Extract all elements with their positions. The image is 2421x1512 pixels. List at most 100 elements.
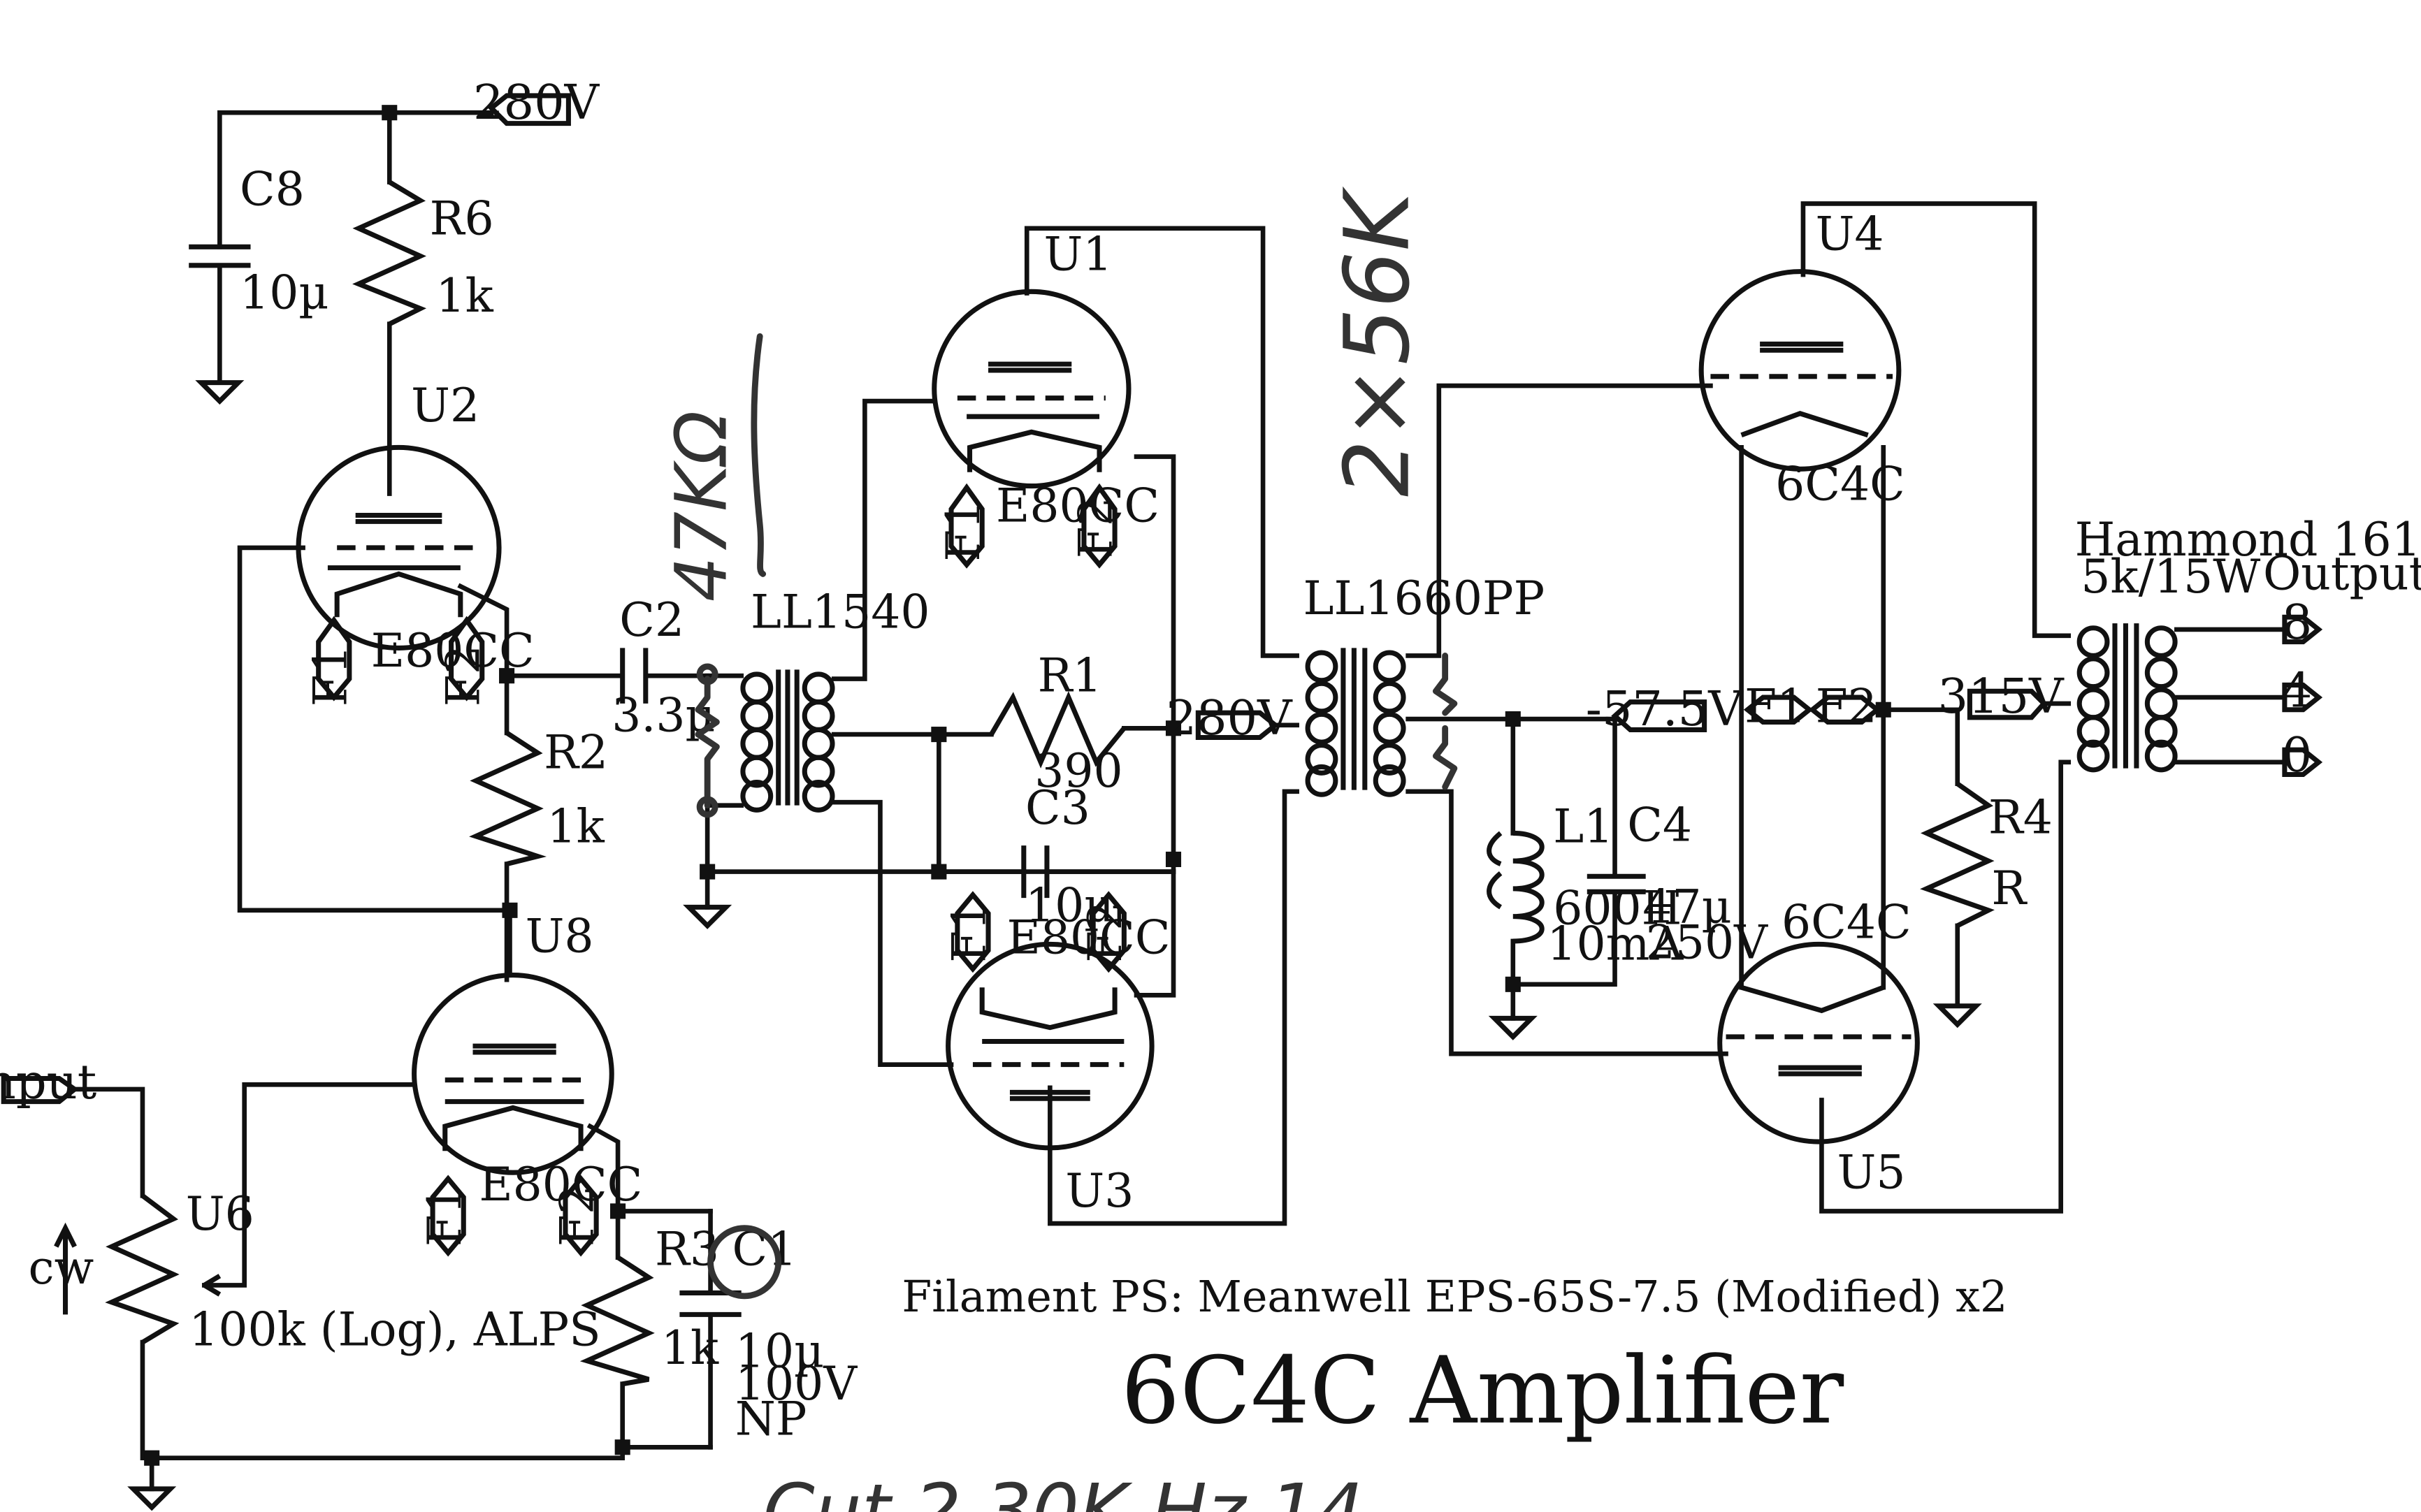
tube-u2 (296, 444, 502, 650)
ground-symbol (195, 380, 245, 405)
l1-value: 600H (1553, 882, 1682, 936)
junction (382, 105, 398, 121)
r3-value: 1k (661, 1321, 719, 1375)
junction (499, 668, 515, 684)
pin-label: F1 (943, 901, 997, 963)
tube-u5 (1717, 941, 1920, 1144)
pencil-resistor-sketch (695, 676, 720, 809)
u3-type: E80CC (1007, 911, 1171, 965)
handwritten-r-note: 47KΩ (660, 411, 743, 602)
filament-note: Filament PS: Meanwell EPS-65S-7.5 (Modif… (902, 1272, 2007, 1322)
u4-ref: U4 (1816, 208, 1884, 261)
net-label: Input (0, 1054, 96, 1110)
c8-ref: C8 (240, 163, 305, 217)
capacitor-c4 (1587, 873, 1646, 894)
cw-arrow-icon (54, 1222, 77, 1315)
capacitor-c8 (189, 244, 251, 268)
junction (1875, 702, 1891, 718)
pin-label: F1 (937, 500, 990, 562)
c3-ref: C3 (1025, 781, 1090, 835)
pin-tag-f1: F1 (418, 1175, 472, 1257)
pin-tag-f1: F1 (943, 891, 997, 973)
r4-value: R (1991, 862, 2028, 915)
net-label: 280V (473, 75, 600, 131)
junction (1165, 720, 1182, 736)
junction (502, 902, 518, 918)
l1-ref: L1 (1553, 800, 1613, 854)
c3-value: 10µ (1025, 878, 1114, 932)
resistor-r4 (1920, 781, 1995, 929)
resistor-r3 (579, 1255, 655, 1387)
transformer-hammond-1615 (2076, 623, 2178, 773)
resistor-r1 (989, 691, 1127, 769)
u5-type: 6C4C (1782, 896, 1911, 950)
pin-tag-f1: F1 (1743, 679, 1814, 733)
net-label: -57.5V (1586, 681, 1744, 737)
net-flag-280v-top: 280V (473, 75, 600, 131)
net-flag-tap-8: 8 (2282, 595, 2323, 650)
capacitor-c3 (1021, 845, 1050, 899)
u1-ref: U1 (1044, 227, 1113, 281)
r2-ref: R2 (544, 726, 608, 780)
net-flag-315v: 315V (1938, 669, 2065, 725)
pencil-dot (696, 796, 718, 818)
schematic-title: 6C4C Amplifier (1121, 1337, 1844, 1445)
net-flag-tap-4: 4 (2282, 662, 2323, 718)
net-flag-280v-mid: 280V (1166, 690, 1293, 746)
capacitor-c2 (620, 648, 649, 704)
component-labels: C8 10µ R6 1k U2 E80CC C2 3.3µ R2 1k LL15… (29, 163, 2421, 1446)
junction (614, 1439, 630, 1455)
junction (1165, 851, 1182, 867)
hammond-name: Hammond 1615 (2075, 513, 2421, 567)
inductor-l1-core-mark (1487, 831, 1503, 910)
pencil-stroke (751, 333, 767, 577)
resistor-r6 (352, 180, 427, 326)
ground-symbols (127, 380, 1982, 1511)
filament-pins: F1 F2 F1 F2 F1 F2 F1 F2 (303, 483, 1881, 1257)
transformer-ll1540 (740, 669, 835, 813)
pin-label: F2 (551, 1185, 605, 1246)
net-labels: 280V 280V -57.5V 315V Input 8 4 0 (0, 75, 2421, 1110)
pencil-circle (707, 1225, 782, 1300)
resistors (54, 180, 1995, 1387)
c4-ref: C4 (1627, 798, 1692, 852)
r6-value: 1k (436, 269, 494, 323)
pencil-resistor-sketch (1432, 725, 1458, 790)
c8-value: 10µ (240, 266, 328, 320)
resistor-r2 (469, 730, 547, 866)
pin-label: F1 (418, 1185, 472, 1246)
l1-value2: 10mA (1547, 917, 1684, 971)
net-label: 0 (2282, 727, 2313, 783)
pencil-resistor-sketch (1432, 653, 1458, 716)
pin-tag-f1: F1 (303, 616, 357, 706)
pin-label: F2 (1069, 497, 1123, 558)
ground-symbol (1932, 1003, 1982, 1028)
c4-value: 47µ (1642, 880, 1731, 933)
r2-value: 1k (547, 800, 605, 854)
junction (610, 1203, 626, 1219)
net-label: 315V (1938, 669, 2065, 725)
c1-value2: 100V (735, 1357, 858, 1411)
pin-tag-f2: F2 (551, 1175, 605, 1257)
net-label: 8 (2282, 595, 2313, 650)
inductor-l1 (1512, 830, 1545, 944)
pin-tag-f2: F2 (1078, 891, 1132, 973)
u3-ref: U3 (1065, 1164, 1134, 1218)
u6-direction: cw (29, 1241, 94, 1295)
capacitors (189, 244, 1646, 1317)
u2-ref: U2 (411, 379, 479, 432)
r1-ref: R1 (1038, 648, 1102, 702)
u6-ref: U6 (186, 1187, 254, 1241)
pin-label: F2 (1816, 679, 1877, 733)
u8-type: E80CC (479, 1158, 642, 1212)
pin-tag-f1: F1 (937, 483, 990, 569)
tube-u8 (412, 973, 614, 1175)
ground-symbol (683, 904, 732, 929)
r1-value: 390 (1034, 744, 1122, 798)
pin-label: F2 (436, 645, 490, 706)
ground-symbol (1488, 1015, 1538, 1040)
hammond-spec: 5k/15W (2081, 550, 2260, 604)
junction (1505, 711, 1521, 727)
ll1660pp-label: LL1660PP (1303, 572, 1545, 625)
